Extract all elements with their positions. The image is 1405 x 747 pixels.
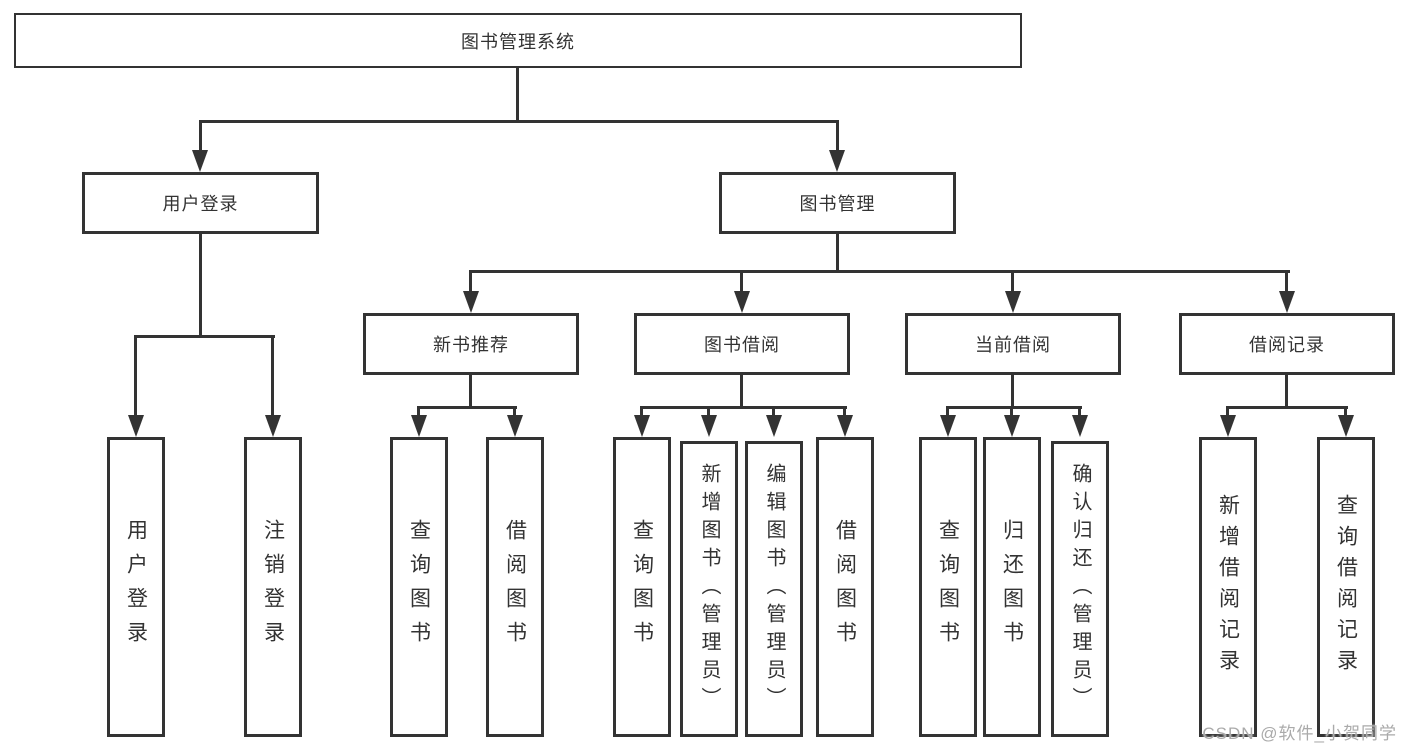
connector-line	[469, 270, 472, 293]
leaf-confirm-return-admin-label: 确认归还（管理员）	[1069, 463, 1091, 715]
connector-line	[469, 270, 1290, 273]
node-book-borrow: 图书借阅	[634, 313, 850, 375]
leaf-query-books-recommend: 查询图书	[390, 437, 448, 737]
connector-line	[836, 120, 839, 152]
leaf-borrow-books-label: 借阅图书	[833, 519, 857, 655]
node-root-label: 图书管理系统	[461, 31, 575, 52]
connector-line	[134, 335, 137, 415]
csdn-watermark: CSDN @软件_小贺同学	[1202, 724, 1397, 743]
arrow-down-icon	[1072, 415, 1088, 437]
arrow-down-icon	[829, 150, 845, 172]
connector-line	[1011, 375, 1014, 409]
connector-line	[417, 406, 517, 409]
node-new-book-recommend-label: 新书推荐	[433, 335, 509, 355]
arrow-down-icon	[701, 415, 717, 437]
leaf-edit-books-admin-label: 编辑图书（管理员）	[763, 463, 785, 715]
leaf-query-books-recommend-label: 查询图书	[407, 519, 431, 655]
arrow-down-icon	[265, 415, 281, 437]
leaf-borrow-books-recommend: 借阅图书	[486, 437, 544, 737]
connector-line	[469, 375, 472, 409]
connector-line	[513, 406, 516, 417]
node-borrow-records: 借阅记录	[1179, 313, 1395, 375]
leaf-query-borrow-record-label: 查询借阅记录	[1334, 494, 1358, 680]
leaf-borrow-books: 借阅图书	[816, 437, 874, 737]
connector-line	[946, 406, 949, 417]
leaf-add-borrow-record-label: 新增借阅记录	[1216, 494, 1240, 680]
leaf-user-login-label: 用户登录	[124, 519, 148, 655]
connector-line	[199, 120, 839, 123]
node-root: 图书管理系统	[14, 13, 1022, 68]
node-current-borrow-label: 当前借阅	[975, 335, 1051, 355]
arrow-down-icon	[940, 415, 956, 437]
node-book-management: 图书管理	[719, 172, 956, 234]
arrow-down-icon	[1220, 415, 1236, 437]
node-book-borrow-label: 图书借阅	[704, 335, 780, 355]
connector-line	[640, 406, 847, 409]
node-borrow-records-label: 借阅记录	[1249, 335, 1325, 355]
leaf-add-books-admin-label: 新增图书（管理员）	[698, 463, 720, 715]
leaf-query-books-current: 查询图书	[919, 437, 977, 737]
arrow-down-icon	[634, 415, 650, 437]
arrow-down-icon	[734, 291, 750, 313]
leaf-return-books-label: 归还图书	[1000, 519, 1024, 655]
leaf-logout: 注销登录	[244, 437, 302, 737]
leaf-query-books-borrow-label: 查询图书	[630, 519, 654, 655]
leaf-edit-books-admin: 编辑图书（管理员）	[745, 441, 803, 737]
connector-line	[740, 270, 743, 293]
arrow-down-icon	[1005, 291, 1021, 313]
connector-line	[1226, 406, 1348, 409]
node-user-login: 用户登录	[82, 172, 319, 234]
connector-line	[772, 406, 775, 417]
connector-line	[707, 406, 710, 417]
arrow-down-icon	[507, 415, 523, 437]
node-user-login-label: 用户登录	[162, 194, 239, 214]
connector-line	[199, 120, 202, 152]
leaf-user-login: 用户登录	[107, 437, 165, 737]
connector-line	[1285, 270, 1288, 293]
arrow-down-icon	[1338, 415, 1354, 437]
connector-line	[843, 406, 846, 417]
arrow-down-icon	[463, 291, 479, 313]
leaf-confirm-return-admin: 确认归还（管理员）	[1051, 441, 1109, 737]
connector-line	[1285, 375, 1288, 409]
arrow-down-icon	[1004, 415, 1020, 437]
node-book-management-label: 图书管理	[799, 194, 876, 214]
connector-line	[199, 234, 202, 338]
leaf-query-books-borrow: 查询图书	[613, 437, 671, 737]
node-current-borrow: 当前借阅	[905, 313, 1121, 375]
leaf-add-books-admin: 新增图书（管理员）	[680, 441, 738, 737]
connector-line	[516, 68, 519, 122]
connector-line	[740, 375, 743, 409]
leaf-add-borrow-record: 新增借阅记录	[1199, 437, 1257, 737]
arrow-down-icon	[411, 415, 427, 437]
arrow-down-icon	[192, 150, 208, 172]
leaf-return-books: 归还图书	[983, 437, 1041, 737]
connector-line	[946, 406, 1082, 409]
arrow-down-icon	[128, 415, 144, 437]
connector-line	[1011, 270, 1014, 293]
node-new-book-recommend: 新书推荐	[363, 313, 579, 375]
leaf-query-borrow-record: 查询借阅记录	[1317, 437, 1375, 737]
connector-line	[1226, 406, 1229, 417]
leaf-query-books-current-label: 查询图书	[936, 519, 960, 655]
connector-line	[836, 234, 839, 273]
arrow-down-icon	[766, 415, 782, 437]
connector-line	[1344, 406, 1347, 417]
connector-line	[271, 335, 274, 415]
arrow-down-icon	[837, 415, 853, 437]
arrow-down-icon	[1279, 291, 1295, 313]
leaf-logout-label: 注销登录	[261, 519, 285, 655]
connector-line	[134, 335, 275, 338]
connector-line	[417, 406, 420, 417]
connector-line	[640, 406, 643, 417]
connector-line	[1078, 406, 1081, 417]
connector-line	[1010, 406, 1013, 417]
leaf-borrow-books-recommend-label: 借阅图书	[503, 519, 527, 655]
